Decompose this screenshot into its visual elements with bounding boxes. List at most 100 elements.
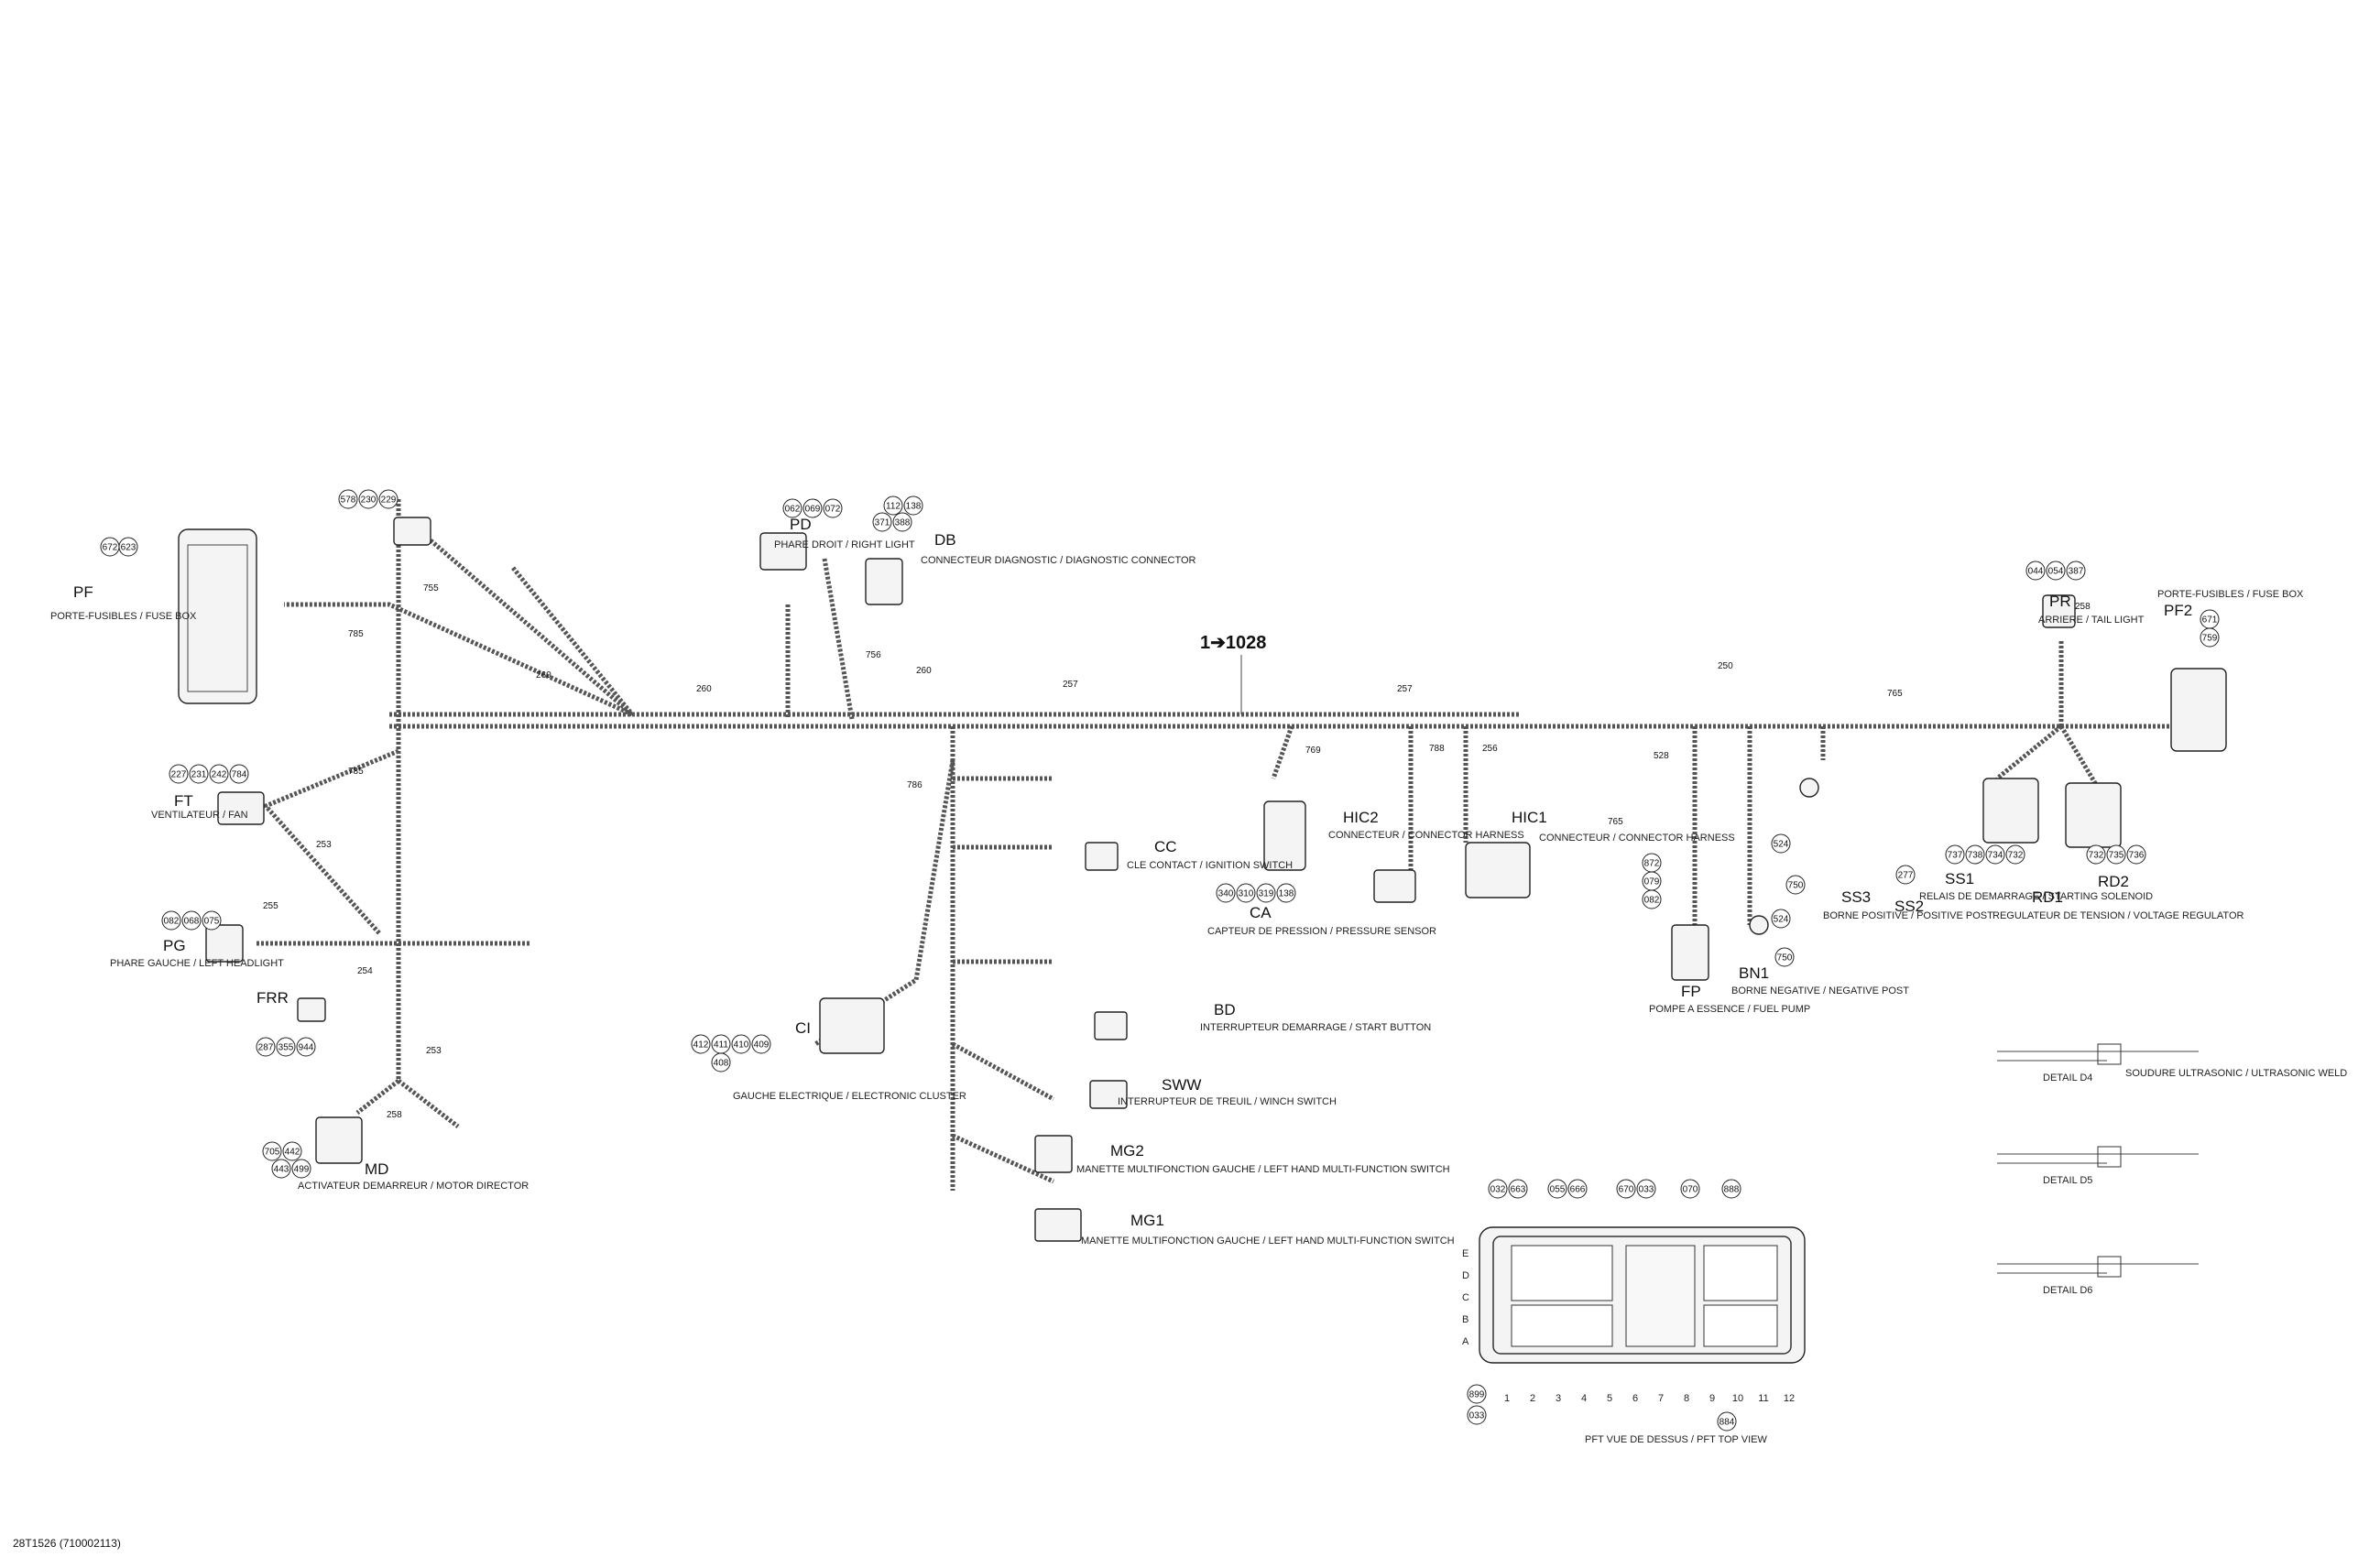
part-bubble-number: 623 [121,543,136,553]
part-bubble: 055 [1547,1179,1567,1199]
part-bubble-number: 230 [361,495,377,506]
tag-md: MD [365,1160,388,1178]
part-bubble: 884 [1717,1411,1737,1432]
part-bubble-number: 734 [1988,851,2003,861]
ss1-label: RELAIS DE DEMARRAGE / STARTING SOLENOID [1919,891,2153,902]
tag-ci: CI [795,1019,811,1037]
tag-rd2: RD2 [2098,873,2129,890]
part-bubble: 310 [1236,883,1256,903]
part-bubble: 899 [1467,1384,1487,1404]
part-bubble-number: 387 [2069,567,2084,577]
part-bubble-number: 371 [875,518,890,528]
part-bubble-number: 442 [285,1148,300,1158]
connector-ci [819,997,885,1054]
connector-db [865,558,903,605]
part-bubble: 750 [1774,947,1795,967]
mg1-label: MANETTE MULTIFONCTION GAUCHE / LEFT HAND… [1081,1236,1455,1247]
part-bubble-number: 735 [2109,851,2124,861]
part-bubble: 578 [338,489,358,509]
footer-code: 28T1526 (710002113) [13,1537,121,1550]
connector-pg [205,924,244,963]
part-bubble: 524 [1771,833,1791,854]
part-bubble-number: 524 [1774,915,1789,925]
wire-code-769: 769 [1305,746,1321,756]
ecu-col-number: 1 [1504,1393,1510,1404]
connector-sww [1089,1080,1128,1109]
tag-pd: PD [790,516,812,533]
part-bubble: 075 [202,910,222,931]
part-bubble: 734 [1985,844,2005,865]
part-bubble: 672 [100,537,120,557]
part-bubble: 371 [872,512,892,532]
part-bubble-number: 409 [754,1040,770,1051]
part-bubble-number: 738 [1968,851,1983,861]
tag-pr: PR [2049,593,2071,610]
connector-hic1 [1465,842,1531,898]
fp-label: POMPE A ESSENCE / FUEL PUMP [1649,1004,1810,1015]
ecu-col-number: 4 [1581,1393,1587,1404]
part-bubble: 409 [751,1034,771,1054]
part-bubble-number: 750 [1777,953,1793,964]
part-bubble-number: 899 [1469,1390,1485,1400]
part-bubble-number: 138 [1279,889,1294,899]
part-bubble-number: 079 [1644,877,1660,887]
splice-details: DETAIL D4 DETAIL D5 DETAIL D6 SOUDURE UL… [1997,1043,2347,1296]
ecu-col-number: 5 [1607,1393,1612,1404]
part-bubble-number: 499 [294,1165,310,1175]
part-bubble-number: 075 [204,917,220,927]
post-ss3 [1799,778,1819,798]
ss3-label: BORNE POSITIVE / POSITIVE POST [1823,910,1993,921]
part-bubble-number: 578 [341,495,356,506]
ecu-col-number: 6 [1632,1393,1638,1404]
part-bubble-number: 872 [1644,859,1660,869]
part-bubble-number: 524 [1774,840,1789,850]
part-bubble-number: 070 [1683,1185,1698,1195]
part-bubble: 068 [181,910,202,931]
part-bubble: 227 [169,764,189,784]
ecu-col-number: 12 [1784,1393,1795,1404]
detail-d6: DETAIL D6 [2043,1285,2092,1296]
part-bubble-number: 412 [693,1040,709,1051]
db-label: CONNECTEUR DIAGNOSTIC / DIAGNOSTIC CONNE… [921,555,1196,566]
sww-label: INTERRUPTEUR DE TREUIL / WINCH SWITCH [1118,1096,1337,1107]
wire-code-labels: 755 785 785 253 253 260 260 260 257 257 … [263,583,2091,1120]
ecu-row-letter: D [1462,1270,1469,1281]
part-bubble: 355 [276,1037,296,1057]
fuse-box-pf: PF PORTE-FUSIBLES / FUSE BOX [50,528,257,704]
connector-pr [2042,594,2076,628]
wire-code-528: 528 [1654,751,1669,761]
connector-mg1 [1034,1208,1082,1242]
part-bubble: 070 [1680,1179,1700,1199]
part-bubble-number: 033 [1639,1185,1654,1195]
part-bubble-number: 888 [1724,1185,1740,1195]
tag-ss1: SS1 [1945,870,1974,887]
part-bubble-number: 044 [2028,567,2044,577]
connectors [205,517,2227,1242]
part-bubble: 229 [378,489,398,509]
part-bubble: 670 [1616,1179,1636,1199]
component-descriptions: VENTILATEUR / FAN PHARE GAUCHE / LEFT HE… [110,539,2304,1247]
pf-label: PORTE-FUSIBLES / FUSE BOX [50,611,197,622]
connector-fp [1671,924,1709,981]
part-bubble: 671 [2200,609,2220,629]
part-bubble: 410 [731,1034,751,1054]
part-bubble-number: 277 [1898,871,1914,881]
part-bubble: 033 [1467,1405,1487,1425]
part-bubble-number: 443 [274,1165,289,1175]
solder-note: SOUDURE ULTRASONIC / ULTRASONIC WELD [2125,1068,2347,1079]
hic1-label: CONNECTEUR / CONNECTOR HARNESS [1539,833,1735,844]
main-reference-label: 1➔1028 [1200,633,1266,653]
part-bubble-number: 666 [1570,1185,1586,1195]
bd-label: INTERRUPTEUR DEMARRAGE / START BUTTON [1200,1022,1431,1033]
component-tags: PD DB FT PG FRR MD CC CA CI BD SWW MG2 M… [163,516,2192,1229]
tag-cc: CC [1154,838,1177,855]
hic2-label: CONNECTEUR / CONNECTOR HARNESS [1328,830,1524,841]
wire-code-786: 786 [907,780,923,790]
ecu-col-number: 2 [1530,1393,1535,1404]
part-bubble: 666 [1567,1179,1588,1199]
part-bubble: 735 [2106,844,2126,865]
part-bubble: 737 [1945,844,1965,865]
